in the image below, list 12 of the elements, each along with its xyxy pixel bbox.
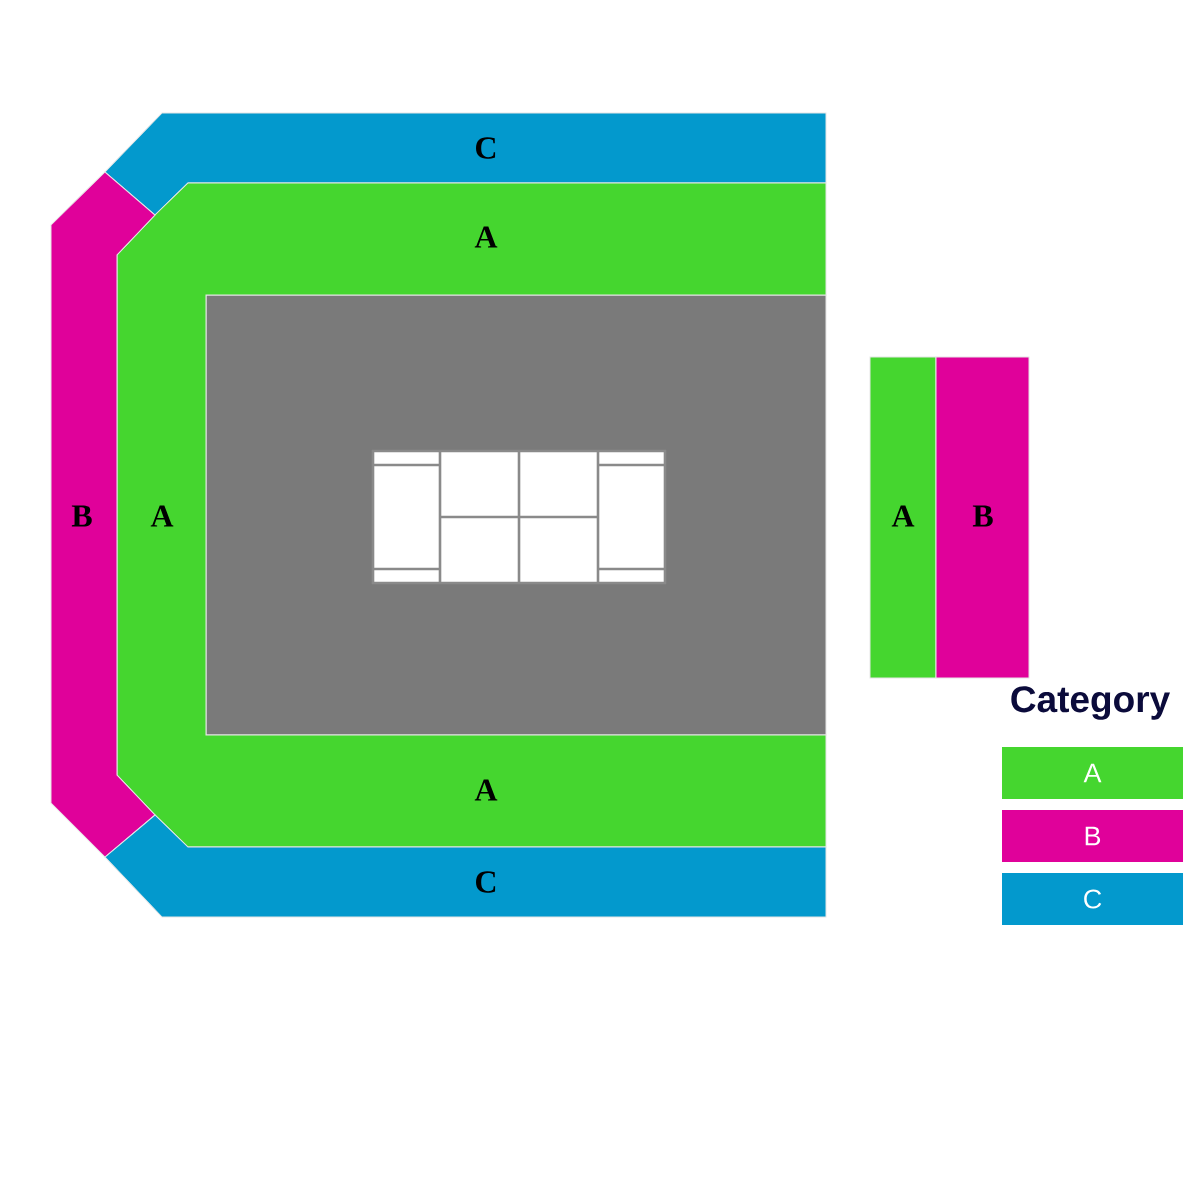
section-label: A <box>891 505 915 527</box>
section-label: A <box>474 779 498 801</box>
section-label: A <box>150 505 174 527</box>
section-label: B <box>972 505 993 527</box>
section-label: A <box>474 226 498 248</box>
section-label: C <box>476 871 496 893</box>
legend-key: B <box>1002 810 1183 862</box>
legend-key: A <box>1002 747 1183 799</box>
section-label: B <box>71 505 92 527</box>
legend-title: Category <box>1011 686 1170 720</box>
legend-key: C <box>1002 873 1183 925</box>
section-label: C <box>476 137 496 159</box>
